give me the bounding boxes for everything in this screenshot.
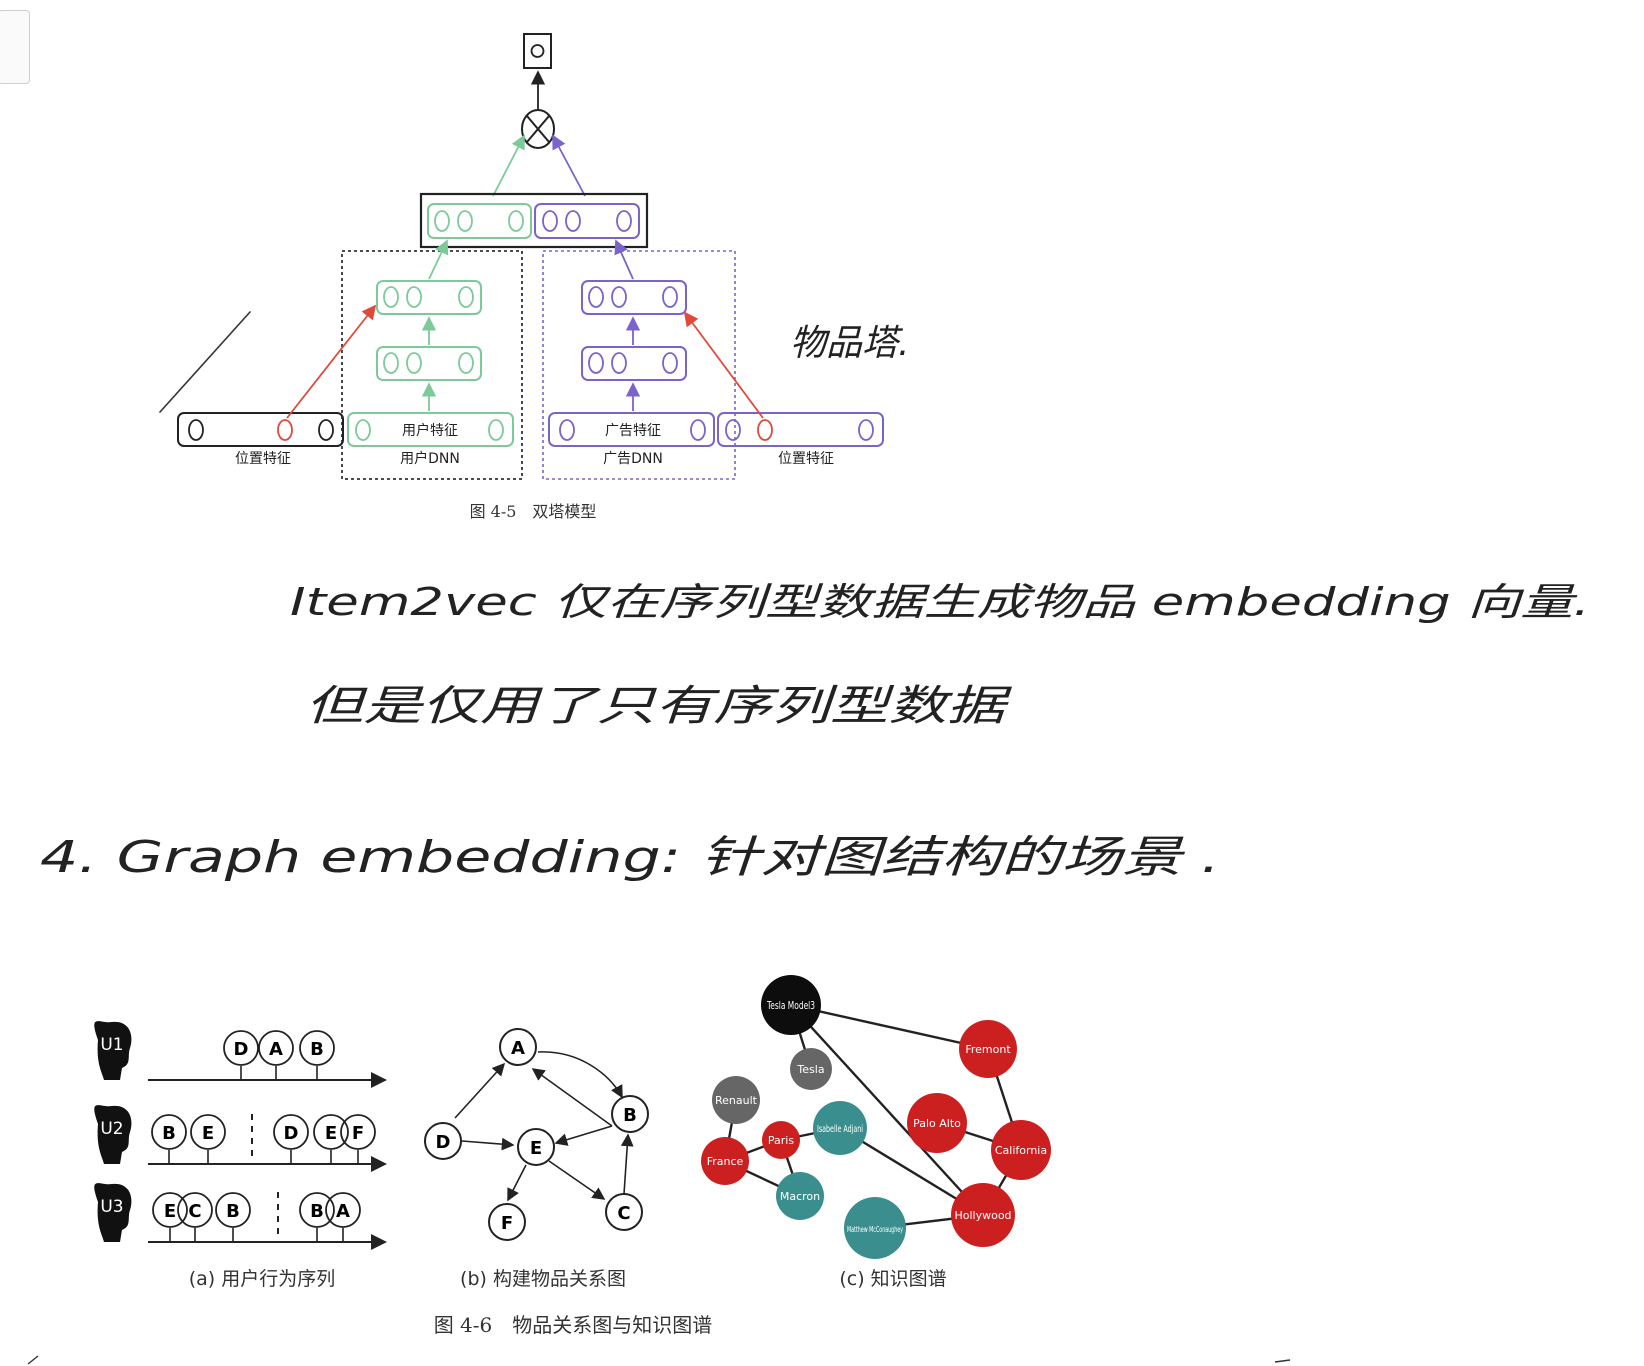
ad-embedding	[534, 203, 640, 239]
side-tab[interactable]	[0, 10, 30, 84]
user-tower-label: 用户DNN	[400, 450, 460, 467]
kg-node-paris	[762, 1121, 800, 1159]
ad-tower-label: 广告DNN	[603, 451, 663, 467]
graph-node-b: B	[623, 1105, 637, 1126]
kg-label-macron: Macron	[780, 1190, 820, 1203]
kg-node-tesla-model3	[761, 975, 821, 1035]
product-operator	[521, 109, 555, 149]
note-line-2: 但是仅用了只有序列型数据	[305, 681, 1013, 730]
kg-label-fremont: Fremont	[965, 1043, 1011, 1056]
user-layer-1	[376, 346, 482, 381]
arrow-user-to-product	[492, 134, 525, 197]
panel-a-label: (a) 用户行为序列	[189, 1268, 336, 1290]
user-feature-label: 用户特征	[402, 422, 458, 439]
note-line-1: Item2vec 仅在序列型数据生成物品 embedding 向量.	[290, 580, 1590, 624]
figure-4-6-caption: 图 4-6 物品关系图与知识图谱	[434, 1313, 713, 1337]
u1-item-3: B	[310, 1039, 324, 1060]
ad-layer-1	[581, 346, 687, 381]
u2-item-4: E	[325, 1123, 337, 1144]
kg-node-matthew-mcconaughey	[844, 1197, 906, 1259]
pencil-mark	[1274, 1359, 1291, 1363]
arrow-right-position	[683, 311, 764, 419]
output-node	[523, 33, 552, 69]
user-head-icon	[94, 1105, 132, 1164]
kg-label-renault: Renault	[715, 1094, 758, 1107]
user-u3-label: U3	[100, 1197, 123, 1217]
kg-node-renault	[712, 1076, 760, 1124]
right-position-feature	[717, 412, 884, 447]
arrow-ad-to-product	[552, 134, 586, 197]
note-line-3: 4. Graph embedding: 针对图结构的场景 .	[40, 832, 1220, 883]
kg-label-hollywood: Hollywood	[954, 1209, 1011, 1222]
u3-item-2: C	[188, 1201, 201, 1222]
u3-item-4: B	[310, 1201, 324, 1222]
ad-layer-2	[581, 280, 687, 315]
kg-node-macron	[776, 1172, 824, 1220]
kg-node-palo-alto	[907, 1093, 967, 1153]
kg-label-tesla: Tesla	[796, 1063, 824, 1076]
kg-label-france: France	[707, 1155, 744, 1168]
user-layer-2	[376, 280, 482, 315]
panel-b-item-graph: A B C D E F (b) 构建物品关系图	[424, 1028, 649, 1290]
u3-item-3: B	[226, 1201, 240, 1222]
graph-node-a: A	[511, 1038, 525, 1059]
graph-node-c: C	[617, 1203, 630, 1224]
pencil-stroke	[159, 311, 251, 413]
u2-item-5: F	[352, 1123, 364, 1144]
user-embedding	[427, 203, 532, 239]
kg-node-isabelle-adjani	[813, 1101, 867, 1155]
panel-a-sequences: U1 D A B U2	[94, 1021, 387, 1290]
product-cross-2	[526, 115, 550, 143]
user-u1-label: U1	[100, 1035, 123, 1055]
u1-item-2: A	[269, 1039, 283, 1060]
panel-c-knowledge-graph: Tesla Model3 Tesla Fremont Renault Palo …	[701, 975, 1051, 1290]
graph-node-d: D	[436, 1132, 451, 1153]
u2-item-2: E	[202, 1123, 214, 1144]
kg-label-matthew-mcconaughey: Matthew McConaughey	[847, 1225, 903, 1234]
u3-item-1: E	[164, 1201, 176, 1222]
user-u2-label: U2	[100, 1119, 123, 1139]
arrow-left-position	[286, 304, 377, 419]
user-tower-box	[341, 250, 523, 480]
figure-4-5-caption: 图 4-5 双塔模型	[470, 502, 597, 521]
ad-feature-input	[548, 412, 715, 447]
ad-tower-box	[542, 250, 736, 480]
u2-item-1: B	[162, 1123, 176, 1144]
panel-c-label: (c) 知识图谱	[839, 1268, 946, 1290]
kg-node-hollywood	[951, 1183, 1015, 1247]
u2-item-3: D	[284, 1123, 299, 1144]
two-tower-diagram: 用户特征 用户DNN 位置特征 广告特征 广告DNN 位置特征	[177, 33, 884, 521]
user-feature-input	[347, 412, 514, 447]
user-u1: U1 D A B	[94, 1021, 387, 1088]
user-u3: U3 E C B B A	[94, 1183, 387, 1250]
user-head-icon	[94, 1021, 132, 1080]
graph-node-e: E	[530, 1138, 542, 1159]
kg-node-california	[991, 1120, 1051, 1180]
kg-node-france	[701, 1137, 749, 1185]
kg-node-tesla	[790, 1048, 832, 1090]
kg-label-isabelle-adjani: Isabelle Adjani	[817, 1124, 863, 1135]
u3-item-5: A	[336, 1201, 350, 1222]
user-head-icon	[94, 1183, 132, 1242]
embedding-container	[419, 192, 649, 249]
pencil-mark	[27, 1355, 39, 1365]
kg-label-paris: Paris	[768, 1134, 794, 1147]
kg-label-california: California	[995, 1144, 1047, 1157]
output-node-dot	[530, 44, 545, 58]
note-item-tower: 物品塔.	[790, 323, 909, 364]
user-u2: U2 B E D E F	[94, 1105, 387, 1172]
handwritten-notes: 物品塔. Item2vec 仅在序列型数据生成物品 embedding 向量. …	[40, 323, 1590, 883]
left-position-label: 位置特征	[235, 451, 291, 467]
kg-label-tesla-model3: Tesla Model3	[766, 1000, 815, 1012]
left-position-feature	[177, 412, 344, 447]
kg-node-fremont	[959, 1020, 1017, 1078]
panel-b-label: (b) 构建物品关系图	[460, 1268, 626, 1290]
graph-node-f: F	[501, 1213, 513, 1234]
ad-feature-label: 广告特征	[605, 423, 661, 439]
u1-item-1: D	[234, 1039, 249, 1060]
kg-label-palo-alto: Palo Alto	[913, 1117, 961, 1130]
right-position-label: 位置特征	[778, 451, 834, 467]
figure-4-6: U1 D A B U2	[94, 975, 1051, 1337]
